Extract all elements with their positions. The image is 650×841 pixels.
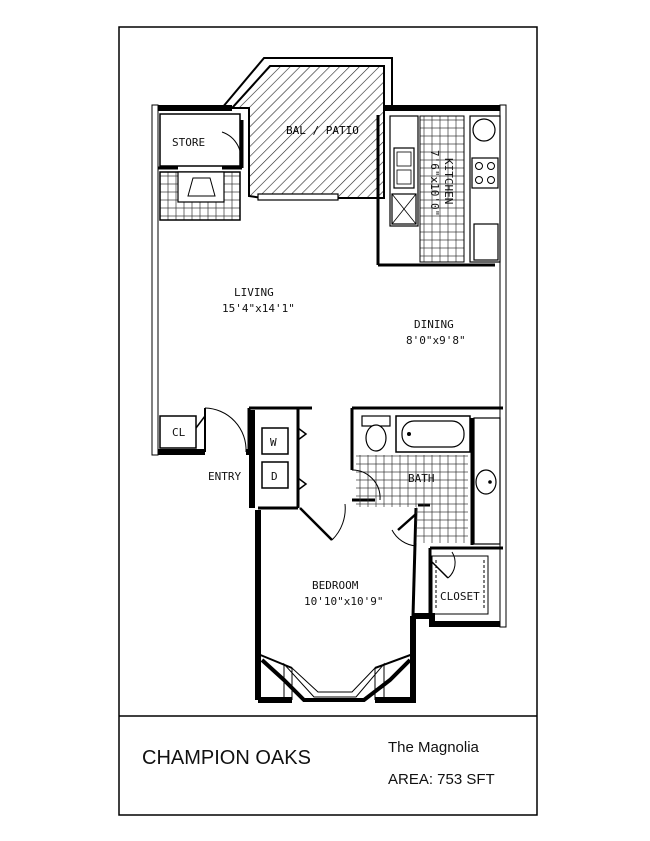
plan-name: The Magnolia: [388, 739, 480, 756]
sink: [393, 147, 415, 189]
label-bedroom-dim: 10'10"x10'9": [304, 595, 383, 608]
sheet-border: [118, 26, 538, 816]
refrigerator: [473, 223, 499, 261]
bath-door-swing: [391, 529, 417, 547]
label-patio: BAL / PATIO: [286, 124, 359, 137]
label-washer: W: [270, 436, 277, 449]
label-dining-dim: 8'0"x9'8": [406, 334, 466, 347]
kitchen-counter-right: [469, 115, 501, 263]
bedroom-door-swing: [331, 503, 346, 541]
lavatory-sink: [475, 469, 497, 495]
label-store: STORE: [172, 136, 205, 149]
label-dryer: D: [271, 470, 278, 483]
coat-closet: [159, 415, 197, 449]
bathroom: [351, 415, 501, 545]
label-coat-closet: CL: [172, 426, 186, 439]
label-closet: CLOSET: [440, 590, 480, 603]
label-kitchen: KITCHEN: [442, 158, 455, 204]
walk-in-closet: [431, 555, 489, 615]
label-dining: DINING: [414, 318, 454, 331]
dryer: [261, 461, 289, 489]
bedroom-door: [299, 507, 333, 541]
bath-door: [397, 513, 417, 531]
label-bedroom: BEDROOM: [312, 579, 359, 592]
kitchen: [389, 115, 501, 263]
exterior-wall-outline: [151, 104, 159, 456]
water-heater: [472, 118, 496, 142]
interior-walls: [158, 115, 503, 617]
community-name: CHAMPION OAKS: [142, 747, 311, 769]
dishwasher: [391, 193, 417, 225]
kitchen-counter-left: [389, 115, 419, 227]
bay-window: [291, 666, 376, 700]
label-living: LIVING: [234, 286, 274, 299]
patio-slider: [257, 193, 339, 201]
plan-area: AREA: 753 SFT: [388, 771, 495, 788]
store-door-swing: [221, 131, 242, 167]
label-kitchen-dim: 7'6"x10'0": [428, 150, 441, 216]
entry-door-swing: [204, 407, 247, 453]
washer: [261, 427, 289, 455]
store-room: [159, 113, 241, 167]
label-living-dim: 15'4"x14'1": [222, 302, 295, 315]
label-bath: BATH: [408, 472, 435, 485]
range: [471, 157, 499, 189]
toilet: [365, 424, 387, 452]
label-entry: ENTRY: [208, 470, 241, 483]
